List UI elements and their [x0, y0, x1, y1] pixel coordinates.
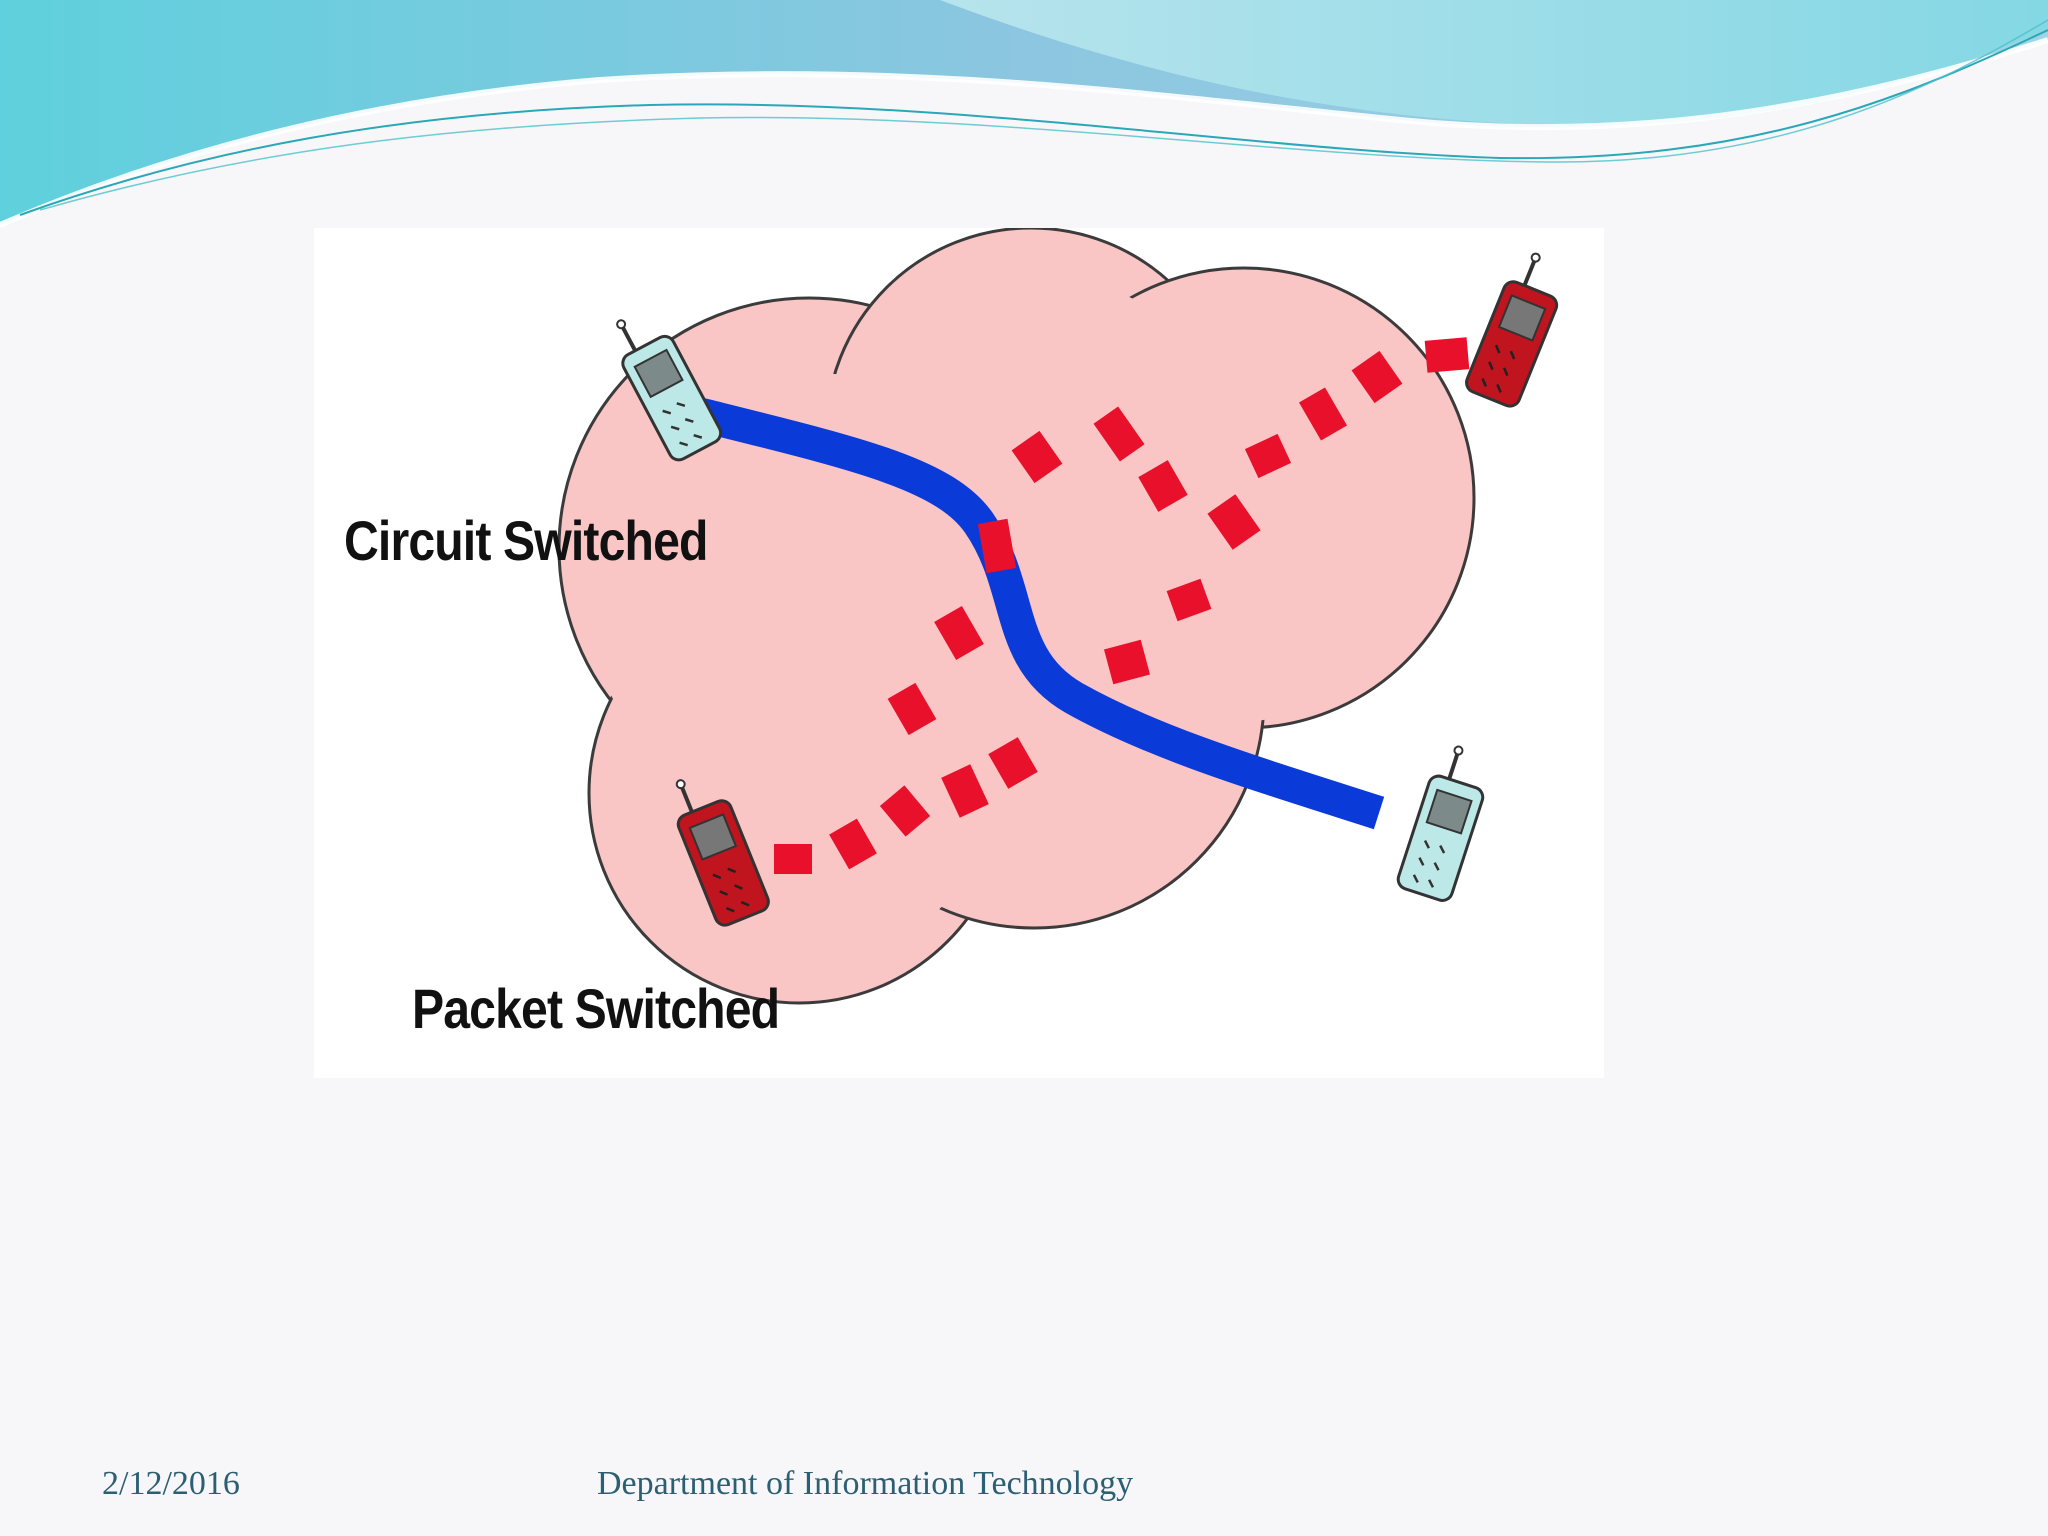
packet — [1207, 494, 1261, 550]
packet — [1103, 639, 1151, 685]
packet — [1093, 406, 1145, 462]
packet — [1351, 350, 1403, 404]
network-illustration — [557, 228, 1559, 1005]
packet — [1138, 460, 1188, 512]
mobile-phone-icon — [1396, 745, 1485, 902]
packet — [829, 818, 877, 870]
label-packet-switched: Packet Switched — [412, 977, 780, 1040]
packet — [1011, 430, 1063, 484]
mobile-phone-icon — [1465, 252, 1559, 408]
label-circuit-switched: Circuit Switched — [344, 509, 708, 572]
packet — [1299, 387, 1347, 441]
packet — [941, 764, 989, 818]
footer-department: Department of Information Technology — [597, 1465, 1134, 1502]
circuit-path — [689, 396, 1385, 830]
packet — [934, 605, 984, 661]
mobile-phone-icon — [675, 779, 770, 927]
packet — [1244, 433, 1292, 479]
packet — [1424, 337, 1470, 373]
packet — [887, 682, 937, 736]
packet — [977, 518, 1017, 574]
packet — [879, 785, 931, 837]
packet — [774, 844, 812, 874]
footer-date: 2/12/2016 — [102, 1465, 240, 1502]
mobile-phone-icon — [616, 319, 723, 462]
switching-diagram: Circuit Switched Packet Switched — [314, 228, 1604, 1078]
packet — [988, 737, 1038, 789]
header-wave-decoration — [0, 0, 2048, 228]
packet — [1166, 578, 1212, 622]
packet-trail — [774, 337, 1470, 874]
